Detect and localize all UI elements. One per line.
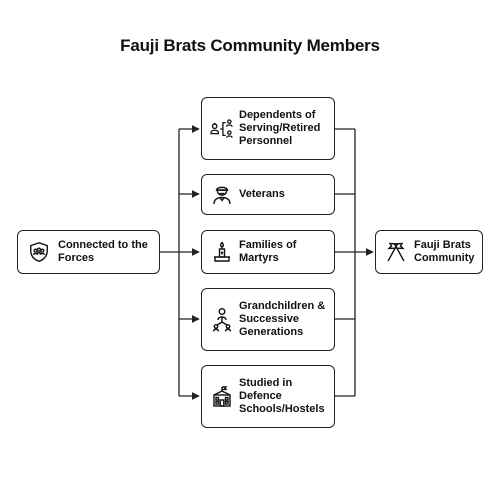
node-label: Grandchildren & Successive Generations bbox=[239, 300, 326, 338]
veteran-icon bbox=[208, 183, 236, 207]
school-icon bbox=[208, 385, 236, 409]
node-dependents: Dependents of Serving/Retired Personnel bbox=[201, 97, 335, 160]
family-tree-icon bbox=[208, 118, 236, 140]
shield-people-icon bbox=[27, 241, 51, 263]
generations-icon bbox=[208, 307, 236, 333]
diagram-title: Fauji Brats Community Members bbox=[120, 36, 380, 55]
node-grandchildren: Grandchildren & Successive Generations bbox=[201, 288, 335, 351]
crossed-flags-icon bbox=[384, 240, 408, 264]
node-label: Fauji Brats Community bbox=[414, 239, 475, 264]
node-label: Dependents of Serving/Retired Personnel bbox=[239, 109, 321, 147]
node-defence-schools: Studied in Defence Schools/Hostels bbox=[201, 365, 335, 428]
node-label: Veterans bbox=[239, 188, 285, 200]
node-label: Families of Martyrs bbox=[239, 239, 297, 264]
node-veterans: Veterans bbox=[201, 174, 335, 215]
node-label: Studied in Defence Schools/Hostels bbox=[239, 377, 325, 415]
node-connected-to-forces: Connected to the Forces bbox=[17, 230, 160, 274]
memorial-candle-icon bbox=[208, 240, 236, 264]
node-fauji-brats-community: Fauji Brats Community bbox=[375, 230, 483, 274]
node-label: Connected to the Forces bbox=[58, 239, 148, 264]
node-families-of-martyrs: Families of Martyrs bbox=[201, 230, 335, 274]
